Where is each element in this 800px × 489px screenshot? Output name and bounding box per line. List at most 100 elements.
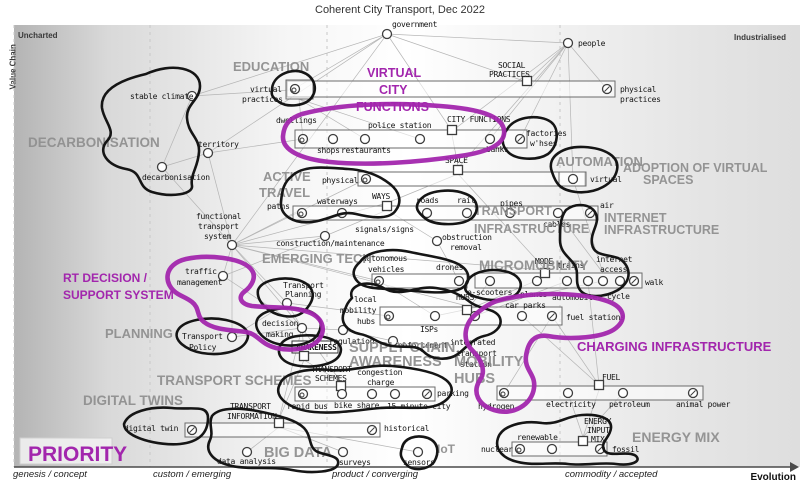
node-cycle[interactable] <box>614 275 626 287</box>
node-restaurants[interactable] <box>359 133 371 145</box>
node-ways[interactable] <box>381 200 393 212</box>
blob-priority-rtdecision <box>165 254 325 352</box>
node-awareness[interactable] <box>298 350 310 362</box>
label-functional-3: system <box>204 232 232 241</box>
label-space: SPACE <box>445 156 468 165</box>
stage-label-product: product / converging <box>332 469 419 480</box>
stage-label-commodity: commodity / accepted <box>565 469 658 480</box>
node-roads[interactable] <box>421 207 433 219</box>
node-shops[interactable] <box>327 133 339 145</box>
label-sec-tinfra-2: INFRASTRUCTURE <box>474 222 589 236</box>
node-banks[interactable] <box>484 133 496 145</box>
node-inner-rapid-bus <box>299 392 305 398</box>
label-pur-virtual-1: VIRTUAL <box>367 66 422 80</box>
node-social-practices[interactable] <box>521 75 533 87</box>
node-virtual[interactable] <box>567 173 579 185</box>
blob-decarbonisation <box>100 66 202 197</box>
axis-label-evolution: Evolution <box>750 472 796 483</box>
node-surveys[interactable] <box>337 446 349 458</box>
node-police-station[interactable] <box>414 133 426 145</box>
label-sec-mobility-2: HUBS <box>454 371 495 387</box>
node-electricity[interactable] <box>562 387 574 399</box>
label-decision-2: making <box>266 330 294 339</box>
bar-schemes-pipeline <box>294 386 436 402</box>
label-electricity: electricity <box>546 400 596 409</box>
label-tschemes-2: SCHEMES <box>315 374 347 383</box>
node-internet-access[interactable] <box>597 275 609 287</box>
node-sensors[interactable] <box>412 446 424 458</box>
label-fifteen-minute-city: 15 minute city <box>387 402 451 411</box>
label-obstruction-1: obstruction <box>442 233 492 242</box>
blob-roads-rail <box>415 189 479 226</box>
node-functional-transport-system[interactable] <box>226 239 238 251</box>
edge-30 <box>231 244 288 304</box>
node-obstruction-removal[interactable] <box>431 235 443 247</box>
node-traffic-management[interactable] <box>217 270 229 282</box>
label-roads: roads <box>416 196 439 205</box>
node-inner-hydrogen <box>500 391 506 397</box>
node-rail[interactable] <box>461 207 473 219</box>
label-planning-1: Transport <box>283 281 324 290</box>
node-people[interactable] <box>562 37 574 49</box>
edge-35 <box>231 244 468 307</box>
blob-awareness <box>277 334 343 368</box>
node-pipes[interactable] <box>504 207 516 219</box>
node-congestion-charge[interactable] <box>366 388 378 400</box>
node-transport-information[interactable] <box>273 417 285 429</box>
node-decision-making[interactable] <box>296 322 308 334</box>
label-parking: parking <box>437 389 469 398</box>
edge-25 <box>457 173 546 270</box>
node-drones[interactable] <box>453 275 465 287</box>
edge-51 <box>303 359 342 383</box>
label-construction: construction/maintenance <box>276 239 385 248</box>
node-signals-signs[interactable] <box>319 230 331 242</box>
node-e-scooters[interactable] <box>484 275 496 287</box>
label-functional-2: transport <box>198 222 239 231</box>
node-fifteen-minute-city[interactable] <box>389 388 401 400</box>
node-renewable[interactable] <box>546 443 558 455</box>
edge-13 <box>567 42 574 180</box>
label-regulation: regulation <box>329 337 375 346</box>
blob-local-mobility <box>341 282 502 360</box>
label-energy-3: MIX <box>591 435 605 444</box>
label-data-analysis: data analysis <box>217 457 276 466</box>
label-cables: cables <box>543 220 571 229</box>
label-functional-1: functional <box>196 212 242 221</box>
node-hubs[interactable] <box>461 304 473 316</box>
node-automobiles[interactable] <box>582 275 594 287</box>
node-slot-fossil <box>597 446 603 452</box>
node-bike-share[interactable] <box>336 388 348 400</box>
node-transport-policy[interactable] <box>226 331 238 343</box>
label-rail: rail <box>457 196 476 205</box>
node-isps[interactable] <box>429 310 441 322</box>
node-trains[interactable] <box>561 275 573 287</box>
node-car-parks[interactable] <box>516 310 528 322</box>
label-traffic-2: management <box>177 278 223 287</box>
label-walk: walk <box>645 278 664 287</box>
blob-factories <box>501 115 558 160</box>
node-space[interactable] <box>452 164 464 176</box>
node-mode[interactable] <box>539 267 551 279</box>
edge-44 <box>286 302 390 317</box>
edge-6 <box>191 33 388 97</box>
label-traffic-1: traffic <box>185 267 217 276</box>
node-planes[interactable] <box>531 275 543 287</box>
node-decarbonisation[interactable] <box>156 161 168 173</box>
node-petroleum[interactable] <box>617 387 629 399</box>
node-data-analysis[interactable] <box>241 446 253 458</box>
edge-52 <box>278 359 305 420</box>
node-energy-input-mix[interactable] <box>577 435 589 447</box>
label-local-1: local <box>354 295 377 304</box>
label-obstruction-2: removal <box>450 243 482 252</box>
node-territory[interactable] <box>202 147 214 159</box>
node-government[interactable] <box>381 28 393 40</box>
node-regulation[interactable] <box>337 324 349 336</box>
node-slot-parking <box>424 391 430 397</box>
node-city-functions[interactable] <box>446 124 458 136</box>
edge-20 <box>161 166 233 246</box>
edge-61 <box>551 315 600 386</box>
label-social-practices-1: SOCIAL <box>498 61 526 70</box>
node-cables[interactable] <box>552 207 564 219</box>
node-fuel[interactable] <box>593 379 605 391</box>
